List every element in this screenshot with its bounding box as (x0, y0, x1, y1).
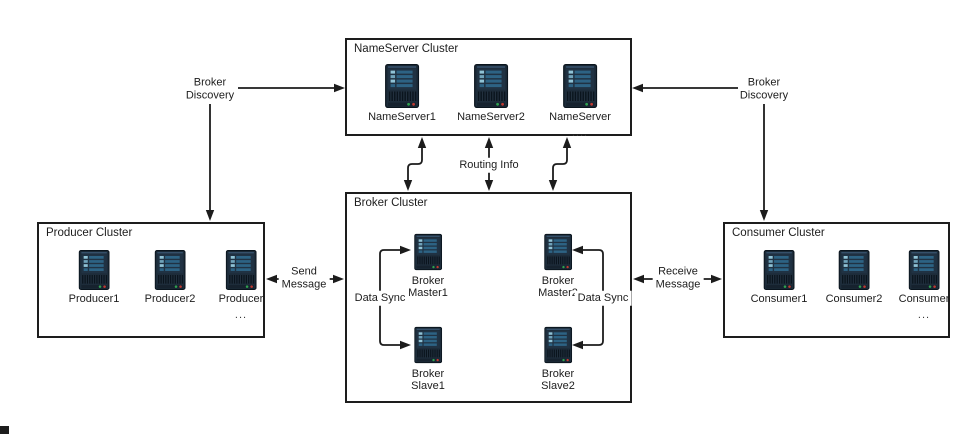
ellipsis: .... (571, 126, 589, 139)
server-icon (225, 250, 256, 290)
broker-discovery-right-label: Broker Discovery (737, 76, 791, 103)
edge-routing-left (407, 147, 423, 181)
node-nameserver2: NameServer2 (457, 64, 525, 124)
label-line: Send (291, 265, 317, 278)
nameserver-cluster-title: NameServer Cluster (354, 43, 459, 55)
node-label: Consumer1 (750, 293, 808, 305)
data-sync-left-label: Data Sync (351, 290, 409, 306)
node-label: Broker (541, 275, 575, 287)
node-sublabel: Master2 (538, 286, 578, 299)
producer-cluster-box: Producer Cluster Producer1 Producer2 Pro… (37, 222, 265, 338)
server-icon (78, 250, 109, 290)
node-producer-n: Producer ... (218, 250, 264, 321)
node-consumer-n: Consumer ... (898, 250, 950, 321)
label-line: Broker (193, 76, 227, 89)
label-line: Message (281, 278, 327, 290)
node-broker-slave2: Broker Slave2 (541, 325, 575, 392)
server-icon (383, 64, 421, 108)
edge-routing-right (552, 147, 568, 181)
corner-artifact (0, 426, 9, 434)
server-icon (909, 250, 940, 290)
node-nameserver1: NameServer1 (368, 64, 436, 124)
server-icon (414, 325, 442, 365)
data-sync-right-label: Data Sync (574, 290, 632, 306)
server-icon (154, 250, 185, 290)
label-line: Broker (747, 76, 781, 89)
node-sublabel: Master1 (408, 286, 448, 299)
node-producer1: Producer1 (68, 250, 120, 306)
server-icon (838, 250, 869, 290)
label-line: Message (655, 278, 701, 290)
ellipsis: ... (234, 308, 248, 321)
node-broker-master1: Broker Master1 (408, 232, 448, 299)
node-consumer1: Consumer1 (750, 250, 808, 306)
node-label: Consumer (898, 293, 950, 305)
server-icon (561, 64, 599, 108)
node-label: Producer (218, 293, 264, 305)
broker-discovery-left-label: Broker Discovery (183, 76, 237, 103)
receive-message-label: Receive Message (652, 264, 704, 292)
node-broker-master2: Broker Master2 (538, 232, 578, 299)
server-icon (544, 325, 572, 365)
nameserver-cluster-box: NameServer Cluster NameServer1 NameServe… (345, 38, 632, 139)
server-icon (472, 64, 510, 108)
producer-cluster-title: Producer Cluster (46, 227, 133, 239)
server-icon (763, 250, 794, 290)
consumer-cluster-box: Consumer Cluster Consumer1 Consumer2 Con… (723, 222, 950, 338)
consumer-cluster-title: Consumer Cluster (732, 227, 825, 239)
node-label: NameServer2 (457, 111, 525, 123)
node-nameserver-n: NameServer .... (549, 64, 611, 139)
node-label: Broker (541, 368, 575, 380)
label-line: Discovery (185, 89, 235, 101)
label-line: Discovery (739, 89, 789, 101)
node-label: Broker (411, 368, 445, 380)
node-label: NameServer1 (368, 111, 436, 123)
label-line: Receive (658, 265, 698, 278)
ellipsis: ... (917, 308, 931, 321)
node-label: Consumer2 (825, 293, 883, 305)
server-icon (414, 232, 442, 272)
server-icon (544, 232, 572, 272)
node-broker-slave1: Broker Slave1 (411, 325, 445, 392)
node-producer2: Producer2 (144, 250, 196, 306)
node-label: Broker (411, 275, 445, 287)
node-label: Producer1 (68, 293, 120, 305)
send-message-label: Send Message (278, 264, 330, 292)
routing-info-label: Routing Info (456, 157, 522, 173)
node-label: NameServer (549, 111, 611, 123)
node-consumer2: Consumer2 (825, 250, 883, 306)
node-sublabel: Slave1 (411, 379, 445, 392)
node-sublabel: Slave2 (541, 379, 575, 392)
node-label: Producer2 (144, 293, 196, 305)
broker-cluster-title: Broker Cluster (354, 197, 428, 209)
